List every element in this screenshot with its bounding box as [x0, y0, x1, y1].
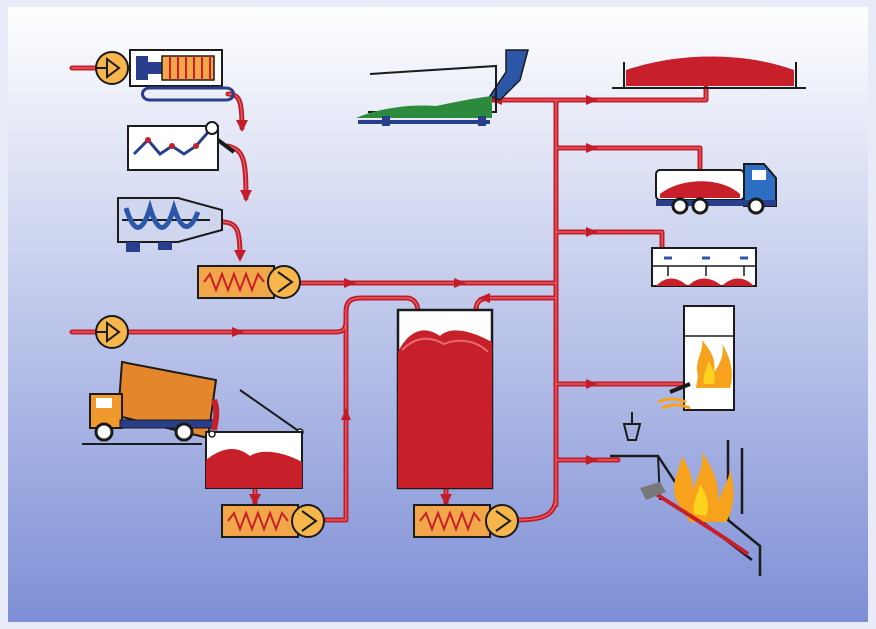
grate-furnace-icon [610, 412, 762, 576]
screw-pump-2-riser-pipe-highlight [345, 297, 419, 521]
flow-arrow-12 [586, 143, 598, 153]
pipe-network [69, 65, 709, 523]
screw-pump-icon [221, 504, 325, 538]
branch-to-tanker-truck-highlight [555, 147, 701, 169]
flow-arrow-1 [236, 120, 248, 132]
flow-arrow-2 [240, 190, 252, 202]
flow-arrow-7 [341, 408, 351, 420]
branch-to-drying-bed-and-landfill-highlight [487, 87, 707, 101]
incinerator-icon [657, 305, 735, 411]
belt-filter-icon [127, 121, 236, 171]
filter-to-centrifuge-pipe-highlight [227, 145, 247, 199]
drying-bed-icon [356, 49, 529, 126]
flow-arrow-13 [586, 227, 598, 237]
flow-arrow-6 [232, 327, 244, 337]
receiving-bunker-icon [205, 389, 304, 489]
flow-arrow-16 [478, 293, 490, 303]
screw-pump-icon [197, 265, 301, 299]
flow-arrow-11 [586, 95, 598, 105]
flow-arrow-9 [440, 494, 452, 506]
landfill-icon [612, 56, 806, 89]
pump-icon [95, 51, 129, 85]
storage-silo-icon [396, 308, 494, 490]
dump-truck-icon [82, 360, 220, 445]
decanter-centrifuge-icon [117, 197, 223, 252]
flow-arrow-4 [344, 278, 356, 288]
flow-arrow-15 [586, 455, 598, 465]
tanker-truck-icon [655, 163, 777, 215]
flow-arrow-8 [249, 494, 261, 506]
flow-arrow-5 [454, 278, 466, 288]
screw-pump-icon [413, 504, 519, 538]
belt-press-icon [129, 49, 235, 102]
flow-arrow-14 [586, 379, 598, 389]
flow-arrows [232, 95, 598, 506]
pump-icon [95, 315, 129, 349]
flow-arrow-3 [234, 250, 246, 262]
dryer-icon [651, 247, 757, 287]
silo-pump-to-header-pipe-highlight [517, 495, 557, 521]
